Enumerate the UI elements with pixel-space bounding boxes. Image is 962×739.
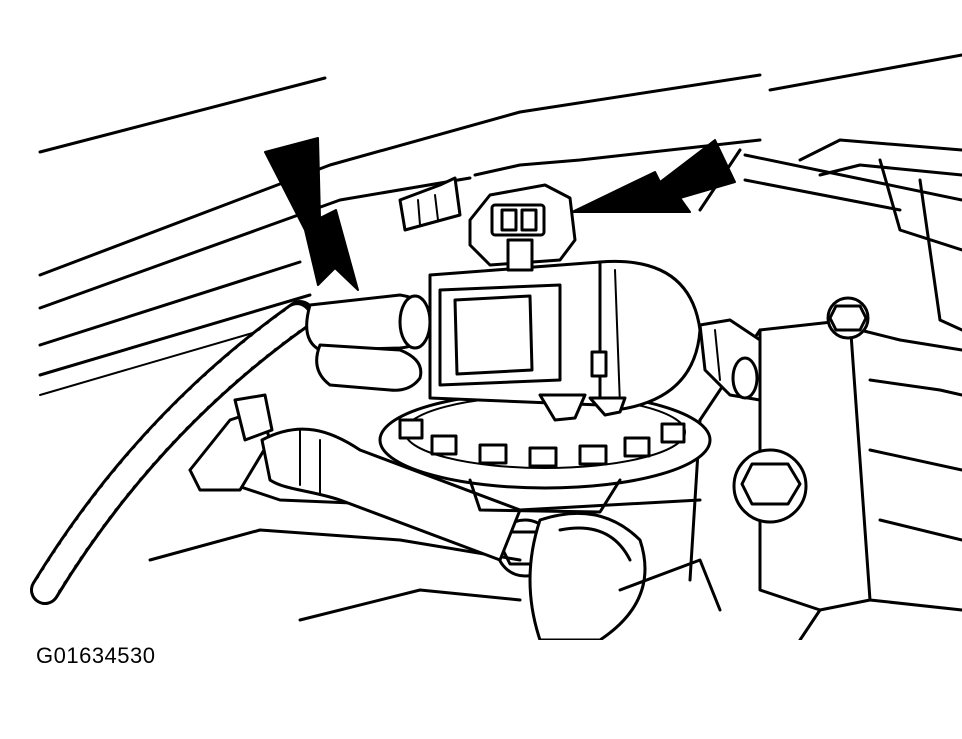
pointer-arrow-right xyxy=(571,139,736,213)
upper-panel-lines xyxy=(38,53,962,396)
pointer-arrow-left xyxy=(264,137,359,291)
right-bracket-structure xyxy=(688,138,962,640)
mounting-ring xyxy=(378,390,712,514)
bolt-right-lower xyxy=(732,448,808,524)
figure-id-label: G01634530 xyxy=(36,643,156,668)
bolt-right-upper xyxy=(826,296,870,340)
wiring-harness xyxy=(30,300,315,605)
engine-bay-illustration xyxy=(30,53,962,640)
electrical-connector xyxy=(468,183,577,272)
right-hose-connection xyxy=(698,318,762,402)
vacuum-hose-nipple xyxy=(305,293,432,392)
panel-clip xyxy=(398,176,462,232)
purge-valve-body xyxy=(428,259,702,422)
